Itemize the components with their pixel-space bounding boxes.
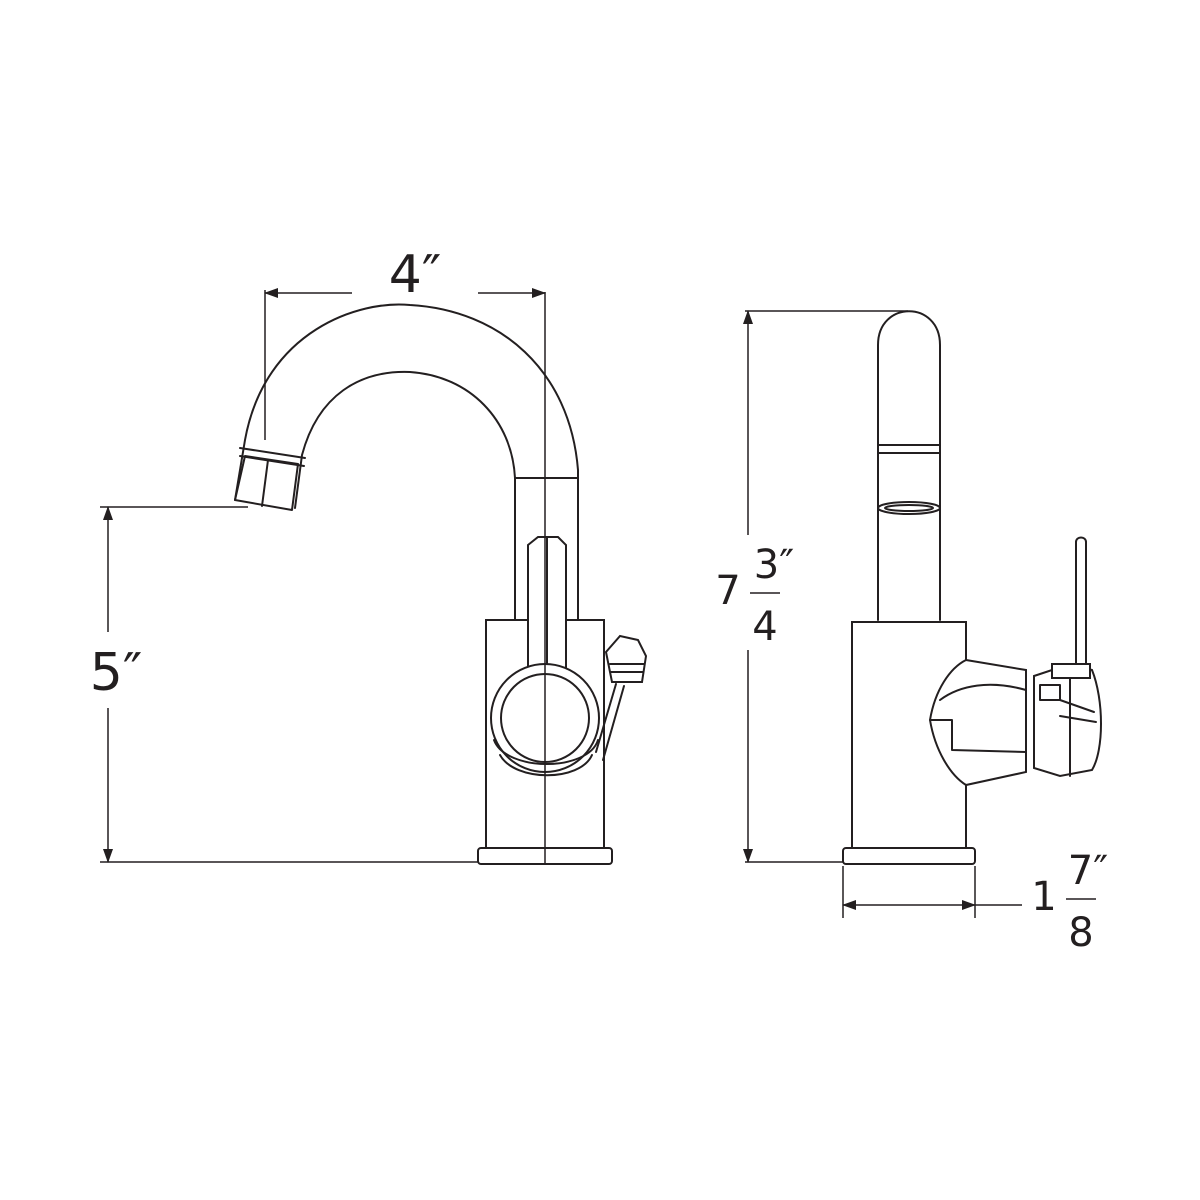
base-width-whole: 1 [1031, 874, 1056, 920]
side-spout-aerator [877, 501, 941, 515]
total-height-dimension: 7 3″ 4 [715, 310, 908, 863]
total-height-denominator: 4 [752, 604, 777, 650]
front-spout-aerator [234, 455, 299, 511]
front-popup-knob [604, 634, 648, 683]
side-lever-base [1051, 663, 1091, 679]
front-popup-rod-2 [595, 683, 617, 753]
spout-height-label: 5″ [90, 643, 143, 703]
total-height-numerator: 3″ [754, 542, 794, 588]
side-base-plate [842, 847, 976, 865]
base-width-denominator: 8 [1068, 910, 1093, 956]
total-height-whole: 7 [715, 568, 740, 614]
front-spout-tip-ring [239, 447, 306, 459]
front-view-faucet [234, 292, 648, 865]
side-handle-cap [1033, 662, 1102, 778]
side-handle-housing-facet-2 [939, 683, 1027, 701]
side-lever-stem [1075, 536, 1087, 667]
front-handle-hub-skirt [493, 739, 599, 765]
base-width-numerator: 7″ [1068, 848, 1108, 894]
side-handle-cap-line-3 [1059, 715, 1097, 723]
side-view-faucet [842, 310, 1102, 865]
front-handle-hub-skirt-2 [499, 754, 593, 777]
side-spout-aerator-inner [884, 504, 934, 512]
spout-reach-dimension: 4″ [264, 245, 546, 440]
side-handle-cap-line-2 [1059, 699, 1095, 713]
front-spout-inner [294, 370, 516, 621]
base-width-dimension: 1 7″ 8 [842, 848, 1108, 956]
front-spout-aerator-line [261, 459, 269, 507]
front-spout-outer [234, 303, 579, 621]
spout-height-dimension: 5″ [90, 506, 478, 863]
side-handle-housing-facet [929, 719, 1027, 753]
side-spout-tube [877, 310, 941, 621]
front-popup-rod [602, 685, 625, 761]
spout-reach-label: 4″ [389, 245, 442, 305]
